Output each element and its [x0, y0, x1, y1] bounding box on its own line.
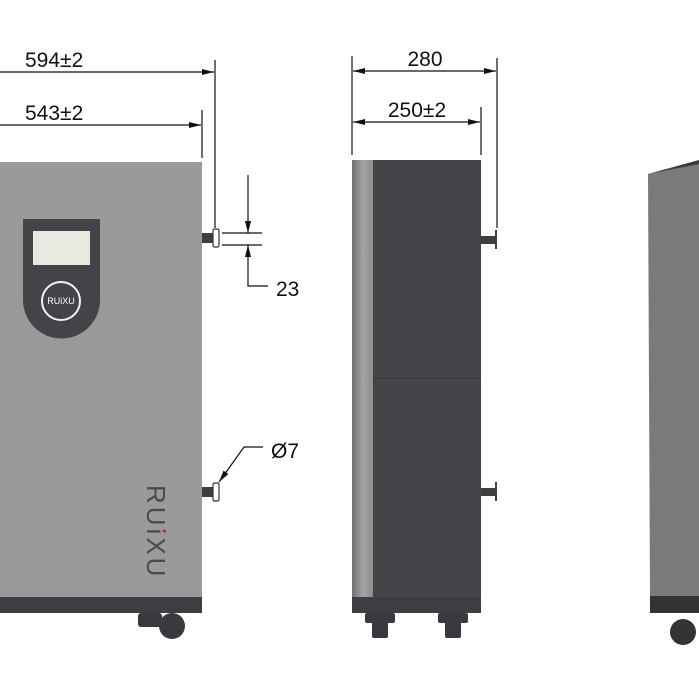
dimension-250: [353, 107, 482, 155]
perspective-body: [648, 164, 699, 597]
caster-wheel: [438, 613, 468, 638]
display-screen: [33, 231, 90, 265]
side-connector: [481, 230, 497, 249]
panel-logo-text: RUiXU: [47, 296, 75, 306]
front-base: [0, 597, 202, 613]
dimension-label-280: 280: [407, 48, 442, 71]
side-view: [352, 160, 497, 638]
logo-badge: [41, 281, 81, 321]
logo-dot: [162, 529, 166, 533]
side-body: [373, 160, 481, 598]
dimension-label-diameter: Ø7: [271, 440, 299, 463]
side-logo-text: RUiXU: [141, 485, 171, 579]
top-connector: [202, 228, 220, 248]
dimension-23: [222, 175, 268, 287]
side-strip: [352, 160, 374, 598]
dimension-543: [0, 110, 203, 158]
caster-wheel: [365, 613, 395, 638]
dimension-label-594: 594±2: [25, 49, 83, 72]
front-view: RUiXU RUiXU: [0, 162, 220, 639]
dimension-diameter: [218, 446, 263, 483]
perspective-view: [648, 160, 699, 645]
dimension-280: [351, 56, 498, 228]
dimension-label-543: 543±2: [25, 102, 83, 125]
dimension-label-23: 23: [276, 278, 299, 301]
bottom-connector: [202, 482, 220, 502]
caster-wheel: [670, 619, 696, 645]
dimension-label-250: 250±2: [388, 99, 446, 122]
display-panel: RUiXU: [23, 219, 100, 339]
caster-wheel: [138, 613, 185, 639]
perspective-base: [650, 596, 699, 613]
dimension-594: [0, 60, 216, 228]
side-base: [352, 597, 481, 613]
side-connector: [481, 482, 497, 501]
